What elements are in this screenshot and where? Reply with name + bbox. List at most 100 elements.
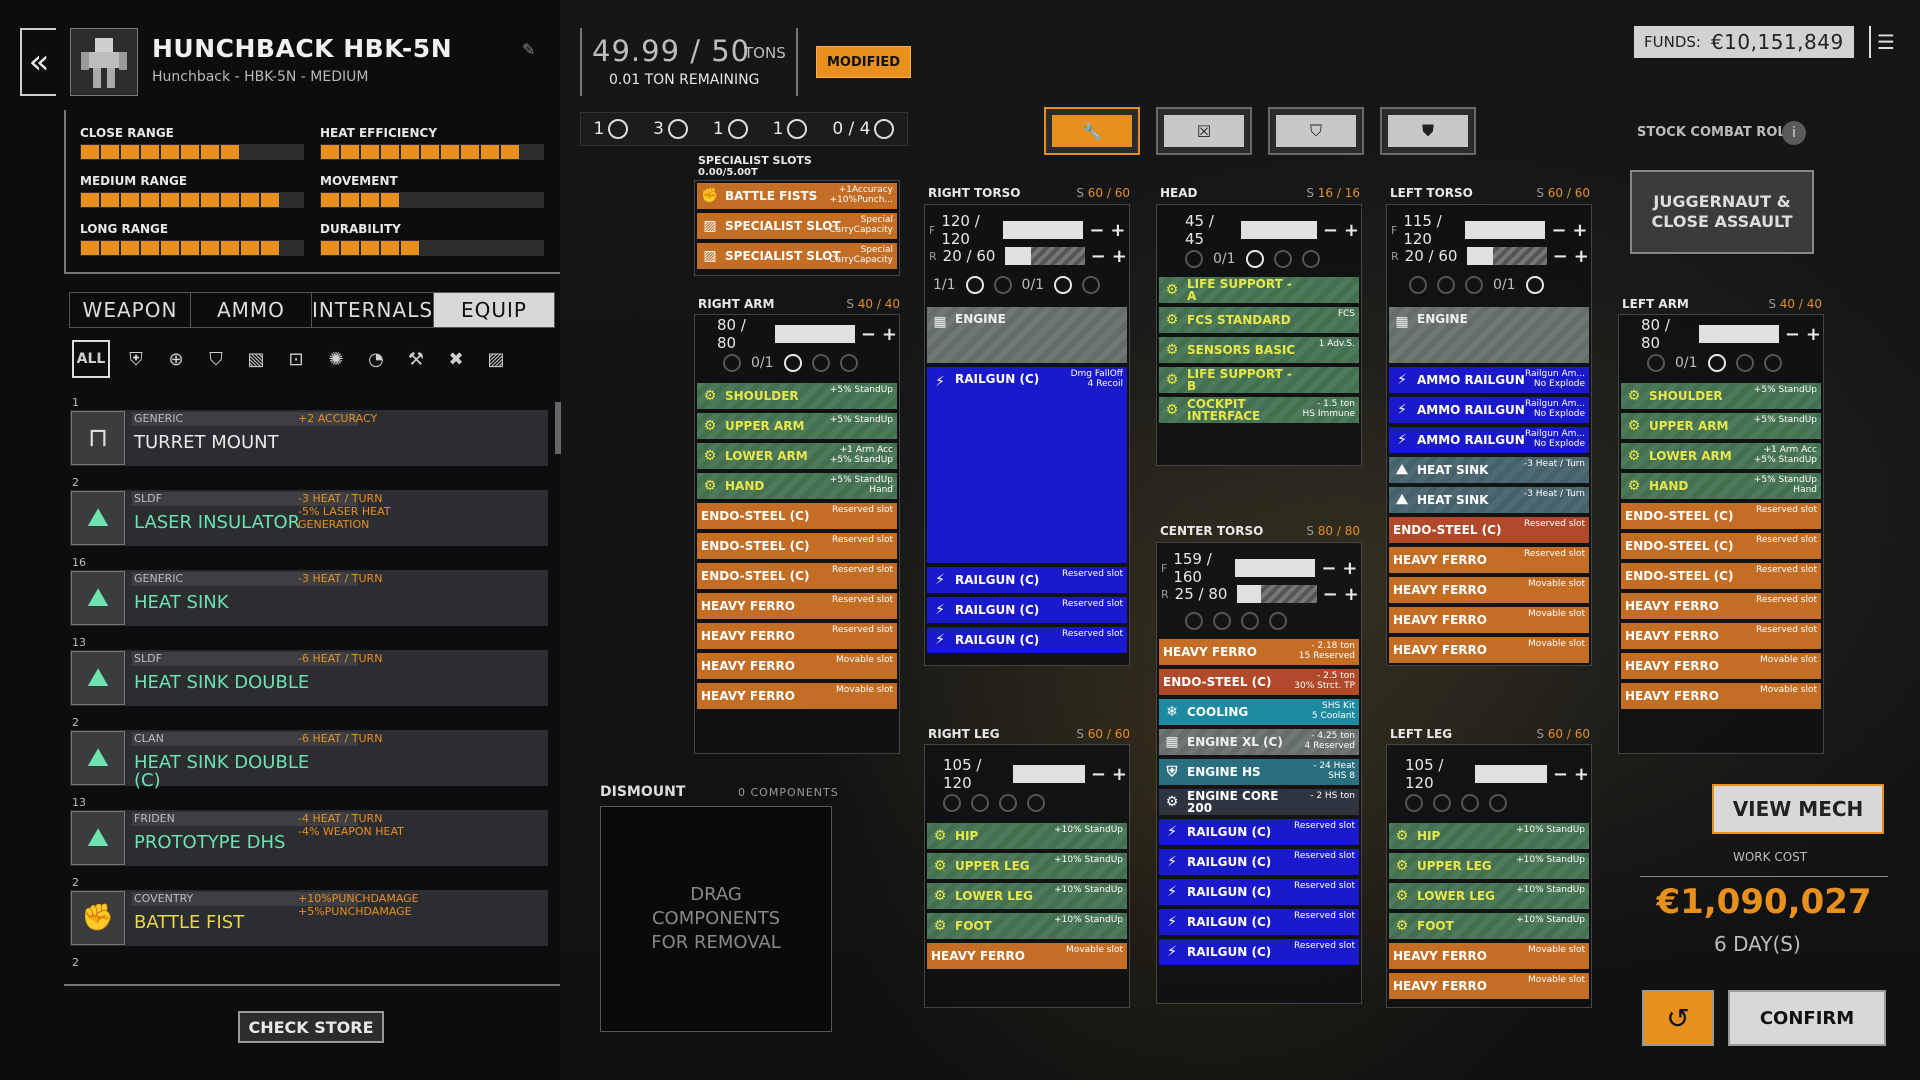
component-slot[interactable]: ⚙UPPER ARM+5% StandUp <box>1621 413 1821 439</box>
check-store-button[interactable]: CHECK STORE <box>238 1011 384 1043</box>
dismount-dropzone[interactable]: DRAG COMPONENTS FOR REMOVAL <box>600 806 832 1032</box>
component-slot[interactable]: ⚙LOWER ARM+1 Arm Acc +5% StandUp <box>1621 443 1821 469</box>
filter-structure-icon[interactable]: ▧ <box>247 348 265 370</box>
armor-minus-button[interactable]: − <box>1552 763 1568 785</box>
armor-minus-button[interactable]: − <box>1551 219 1567 241</box>
component-slot[interactable]: ⚙HAND+5% StandUp Hand <box>1621 473 1821 499</box>
component-slot[interactable]: ⚙HIP+10% StandUp <box>927 823 1127 849</box>
component-slot[interactable]: ENDO-STEEL (C)Reserved slot <box>1389 517 1589 543</box>
filter-armor-icon[interactable]: ⛨ <box>129 348 143 370</box>
component-slot[interactable]: ⚡RAILGUN (C)Reserved slot <box>1159 879 1359 905</box>
filter-target-icon[interactable]: ⊕ <box>168 348 184 370</box>
component-slot[interactable]: ⛰HEAT SINK-3 Heat / Turn <box>1389 487 1589 513</box>
component-slot[interactable]: ⚡RAILGUN (C)Reserved slot <box>1159 849 1359 875</box>
left-arm-armor-bar[interactable] <box>1699 325 1779 343</box>
armor-plus-button[interactable]: + <box>1343 583 1359 605</box>
component-slot[interactable]: ENDO-STEEL (C)Reserved slot <box>1621 533 1821 559</box>
filter-misc-icon[interactable]: ▨ <box>487 348 505 370</box>
component-slot[interactable]: ⚙ENGINE CORE 200- 2 HS ton <box>1159 789 1359 815</box>
tab-internals[interactable]: INTERNALS <box>312 293 435 327</box>
mode-button-strip[interactable]: ☒ <box>1156 107 1252 155</box>
component-slot[interactable]: ⚡RAILGUN (C)Reserved slot <box>1159 939 1359 965</box>
tab-weapon[interactable]: WEAPON <box>70 293 191 327</box>
filter-cockpit-icon[interactable]: ⊡ <box>288 348 304 370</box>
component-slot[interactable]: ⚙UPPER LEG+10% StandUp <box>1389 853 1589 879</box>
filter-jumpjet-icon[interactable]: ◔ <box>368 348 384 370</box>
component-slot[interactable]: ENDO-STEEL (C)Reserved slot <box>697 563 897 589</box>
filter-heatsink-icon[interactable]: ✺ <box>328 348 344 370</box>
component-slot[interactable]: ⚙UPPER ARM+5% StandUp <box>697 413 897 439</box>
left-torso-front-bar[interactable] <box>1465 221 1546 239</box>
filter-shield-icon[interactable]: ⛉ <box>209 348 223 370</box>
component-slot[interactable]: ⚙FOOT+10% StandUp <box>927 913 1127 939</box>
component-slot[interactable]: ⚙HIP+10% StandUp <box>1389 823 1589 849</box>
component-slot[interactable]: ▦ENGINE XL (C)- 4.25 ton 4 Reserved <box>1159 729 1359 755</box>
specialist-slot[interactable]: ✊BATTLE FISTS+1Accuracy +10%Punch... <box>697 183 897 209</box>
mode-button-strip-armor[interactable]: ⛉ <box>1268 107 1364 155</box>
component-slot[interactable]: ⚙LIFE SUPPORT - A <box>1159 277 1359 303</box>
component-slot[interactable]: ⚡RAILGUN (C)Reserved slot <box>1159 909 1359 935</box>
component-slot[interactable]: ⚙LOWER LEG+10% StandUp <box>927 883 1127 909</box>
center-torso-front-bar[interactable] <box>1235 559 1316 577</box>
armor-plus-button[interactable]: + <box>1111 763 1127 785</box>
view-mech-button[interactable]: VIEW MECH <box>1712 784 1884 834</box>
armor-minus-button[interactable]: − <box>1784 323 1800 345</box>
component-slot[interactable]: ENDO-STEEL (C)Reserved slot <box>697 533 897 559</box>
tab-equip[interactable]: EQUIP <box>434 293 554 327</box>
component-slot[interactable]: ▦ENGINE <box>1389 307 1589 363</box>
component-slot[interactable]: ENDO-STEEL (C)Reserved slot <box>1621 503 1821 529</box>
armor-minus-button[interactable]: − <box>1321 557 1337 579</box>
filter-all[interactable]: ALL <box>72 340 110 378</box>
right-arm-armor-bar[interactable] <box>775 325 855 343</box>
tab-ammo[interactable]: AMMO <box>191 293 312 327</box>
armor-minus-button[interactable]: − <box>1089 219 1105 241</box>
armor-minus-button[interactable]: − <box>860 323 876 345</box>
component-slot[interactable]: ⚙LIFE SUPPORT - B <box>1159 367 1359 393</box>
component-slot[interactable]: ENDO-STEEL (C)Reserved slot <box>697 503 897 529</box>
component-slot[interactable]: ⚙UPPER LEG+10% StandUp <box>927 853 1127 879</box>
component-slot[interactable]: ENDO-STEEL (C)- 2.5 ton 30% Strct. TP <box>1159 669 1359 695</box>
component-slot[interactable]: ⚡RAILGUN (C)Reserved slot <box>927 627 1127 653</box>
component-slot[interactable]: ⚙SHOULDER+5% StandUp <box>1621 383 1821 409</box>
component-slot[interactable]: ⚡RAILGUN (C)Reserved slot <box>927 597 1127 623</box>
armor-minus-button[interactable]: − <box>1090 245 1106 267</box>
component-slot[interactable]: ⛰HEAT SINK-3 Heat / Turn <box>1389 457 1589 483</box>
component-slot[interactable]: ⚙LOWER ARM+1 Arm Acc +5% StandUp <box>697 443 897 469</box>
component-slot[interactable]: HEAVY FERRO- 2.18 ton 15 Reserved <box>1159 639 1359 665</box>
armor-minus-button[interactable]: − <box>1322 583 1338 605</box>
armor-plus-button[interactable]: + <box>1342 557 1358 579</box>
component-slot[interactable]: ⚙COCKPIT INTERFACE- 1.5 ton HS Immune <box>1159 397 1359 423</box>
armor-minus-button[interactable]: − <box>1552 245 1568 267</box>
armor-plus-button[interactable]: + <box>1572 219 1588 241</box>
filter-special-icon[interactable]: ✖ <box>448 348 464 370</box>
armor-plus-button[interactable]: + <box>1573 245 1589 267</box>
mode-button-repair[interactable]: 🔧 <box>1044 107 1140 155</box>
armor-plus-button[interactable]: + <box>1111 245 1127 267</box>
list-scrollbar[interactable] <box>555 402 561 454</box>
right-torso-rear-bar[interactable] <box>1004 247 1085 265</box>
component-slot[interactable]: ENDO-STEEL (C)Reserved slot <box>1621 563 1821 589</box>
